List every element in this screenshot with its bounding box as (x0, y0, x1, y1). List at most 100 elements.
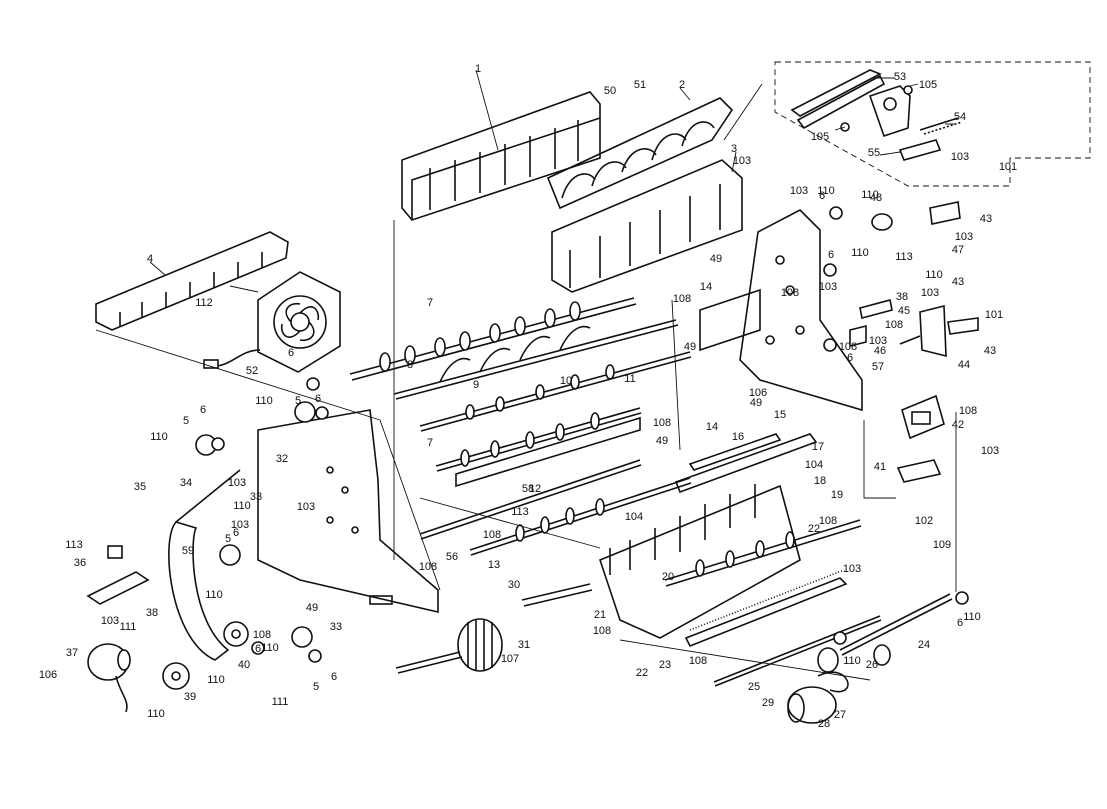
callout-c58: 58 (522, 483, 534, 495)
callout-c18: 18 (814, 475, 826, 487)
callout-c9: 9 (473, 379, 479, 391)
gear-5-set (195, 401, 316, 648)
callout-c30: 30 (508, 579, 520, 591)
callout-c103g: 103 (228, 477, 246, 489)
shaft-25 (713, 615, 882, 687)
callout-c111b: 111 (272, 696, 289, 708)
callout-c48: 48 (870, 192, 882, 204)
callout-c6a: 6 (288, 347, 294, 359)
callout-c22a: 22 (808, 523, 820, 535)
callout-c43b: 43 (952, 276, 964, 288)
bracket-43 (919, 201, 979, 358)
callout-c107: 107 (501, 653, 519, 665)
callout-c51: 51 (634, 79, 646, 91)
callout-c103d: 103 (955, 231, 973, 243)
callout-c26: 26 (866, 659, 878, 671)
callout-c14b: 14 (706, 421, 718, 433)
callout-c110m: 110 (861, 189, 879, 201)
callout-c110k: 110 (843, 655, 861, 667)
callout-c108f: 108 (959, 405, 977, 417)
callout-c6c: 6 (315, 393, 321, 405)
callout-c113b: 113 (511, 506, 529, 518)
left-side-frame (257, 409, 439, 614)
callout-c2: 2 (679, 79, 685, 91)
callout-c56: 56 (446, 551, 458, 563)
roller-shaft-7b (435, 407, 642, 472)
callout-c49c: 49 (750, 397, 762, 409)
callout-c103f: 103 (869, 335, 887, 347)
inset-label-1: 105 (919, 79, 937, 91)
gear-40 (223, 621, 249, 647)
callout-c37: 37 (66, 647, 78, 659)
callout-c16: 16 (732, 431, 744, 443)
callout-c104b: 104 (625, 511, 643, 523)
callout-c103a: 103 (733, 155, 751, 167)
callout-c5b: 5 (183, 415, 189, 427)
callout-c110e: 110 (150, 431, 168, 443)
callout-c49d: 49 (656, 435, 668, 447)
callout-c40: 40 (238, 659, 250, 671)
roller-shaft-8 (393, 319, 679, 400)
callout-c6b: 6 (200, 404, 206, 416)
callout-c13: 13 (488, 559, 500, 571)
callout-c103h: 103 (231, 519, 249, 531)
callout-c103c: 103 (819, 281, 837, 293)
callout-c6g: 6 (233, 527, 239, 539)
callout-c110a: 110 (817, 185, 835, 197)
callout-c106a: 106 (749, 387, 767, 399)
callout-c110d: 110 (255, 395, 273, 407)
callout-c5c: 5 (225, 533, 231, 545)
guide-bar-11 (455, 416, 641, 488)
pulley-26 (817, 644, 891, 673)
callout-c10: 10 (560, 375, 572, 387)
paper-guide-cover-1 (401, 69, 601, 221)
callout-c19: 19 (831, 489, 843, 501)
callout-c31: 31 (518, 639, 530, 651)
callout-c102: 102 (915, 515, 933, 527)
callout-c59: 59 (182, 545, 194, 557)
timing-belt-59 (168, 469, 241, 661)
assembly-guide-lines (95, 83, 957, 681)
inset-detail-assembly (774, 61, 1091, 187)
callout-c38a: 38 (146, 607, 158, 619)
callout-c6h: 6 (255, 643, 261, 655)
callout-c21: 21 (594, 609, 606, 621)
callout-c46: 46 (874, 345, 886, 357)
callout-c44: 44 (958, 359, 970, 371)
callout-c108i: 108 (419, 561, 437, 573)
callout-c5a: 5 (295, 395, 301, 407)
callout-c108g: 108 (819, 515, 837, 527)
inset-label-3: 54 (954, 111, 966, 123)
callout-c34: 34 (180, 477, 192, 489)
inset-label-2: 105 (811, 131, 829, 143)
drive-roller-31 (395, 618, 503, 674)
callout-c20: 20 (662, 571, 674, 583)
callout-c33a: 33 (250, 491, 262, 503)
arm-45-46 (849, 299, 921, 348)
callout-c8: 8 (407, 359, 413, 371)
callout-c7b: 7 (427, 437, 433, 449)
solenoid-42 (901, 394, 945, 440)
callout-c103j: 103 (843, 563, 861, 575)
callout-c6f: 6 (847, 352, 853, 364)
callout-c1: 1 (475, 63, 481, 75)
callout-c49a: 49 (710, 253, 722, 265)
roller-shaft-9 (419, 351, 692, 432)
callout-c106b: 106 (39, 669, 57, 681)
paper-chute-21 (599, 484, 862, 639)
callout-c110c: 110 (925, 269, 943, 281)
callout-c101b: 101 (985, 309, 1003, 321)
callout-c41: 41 (874, 461, 886, 473)
callout-c103l: 103 (297, 501, 315, 513)
callout-c110f: 110 (233, 500, 251, 512)
callout-c110j: 110 (147, 708, 165, 720)
paper-guide-cover-4 (95, 231, 289, 331)
callout-c108c: 108 (839, 341, 857, 353)
callout-c33b: 33 (330, 621, 342, 633)
callout-c7a: 7 (427, 297, 433, 309)
bearing-6-set (211, 206, 969, 663)
roller-shaft-7 (349, 297, 637, 381)
paper-guide-cover-2 (546, 87, 734, 210)
shaft-30 (521, 583, 593, 607)
callout-c6d: 6 (819, 190, 825, 202)
